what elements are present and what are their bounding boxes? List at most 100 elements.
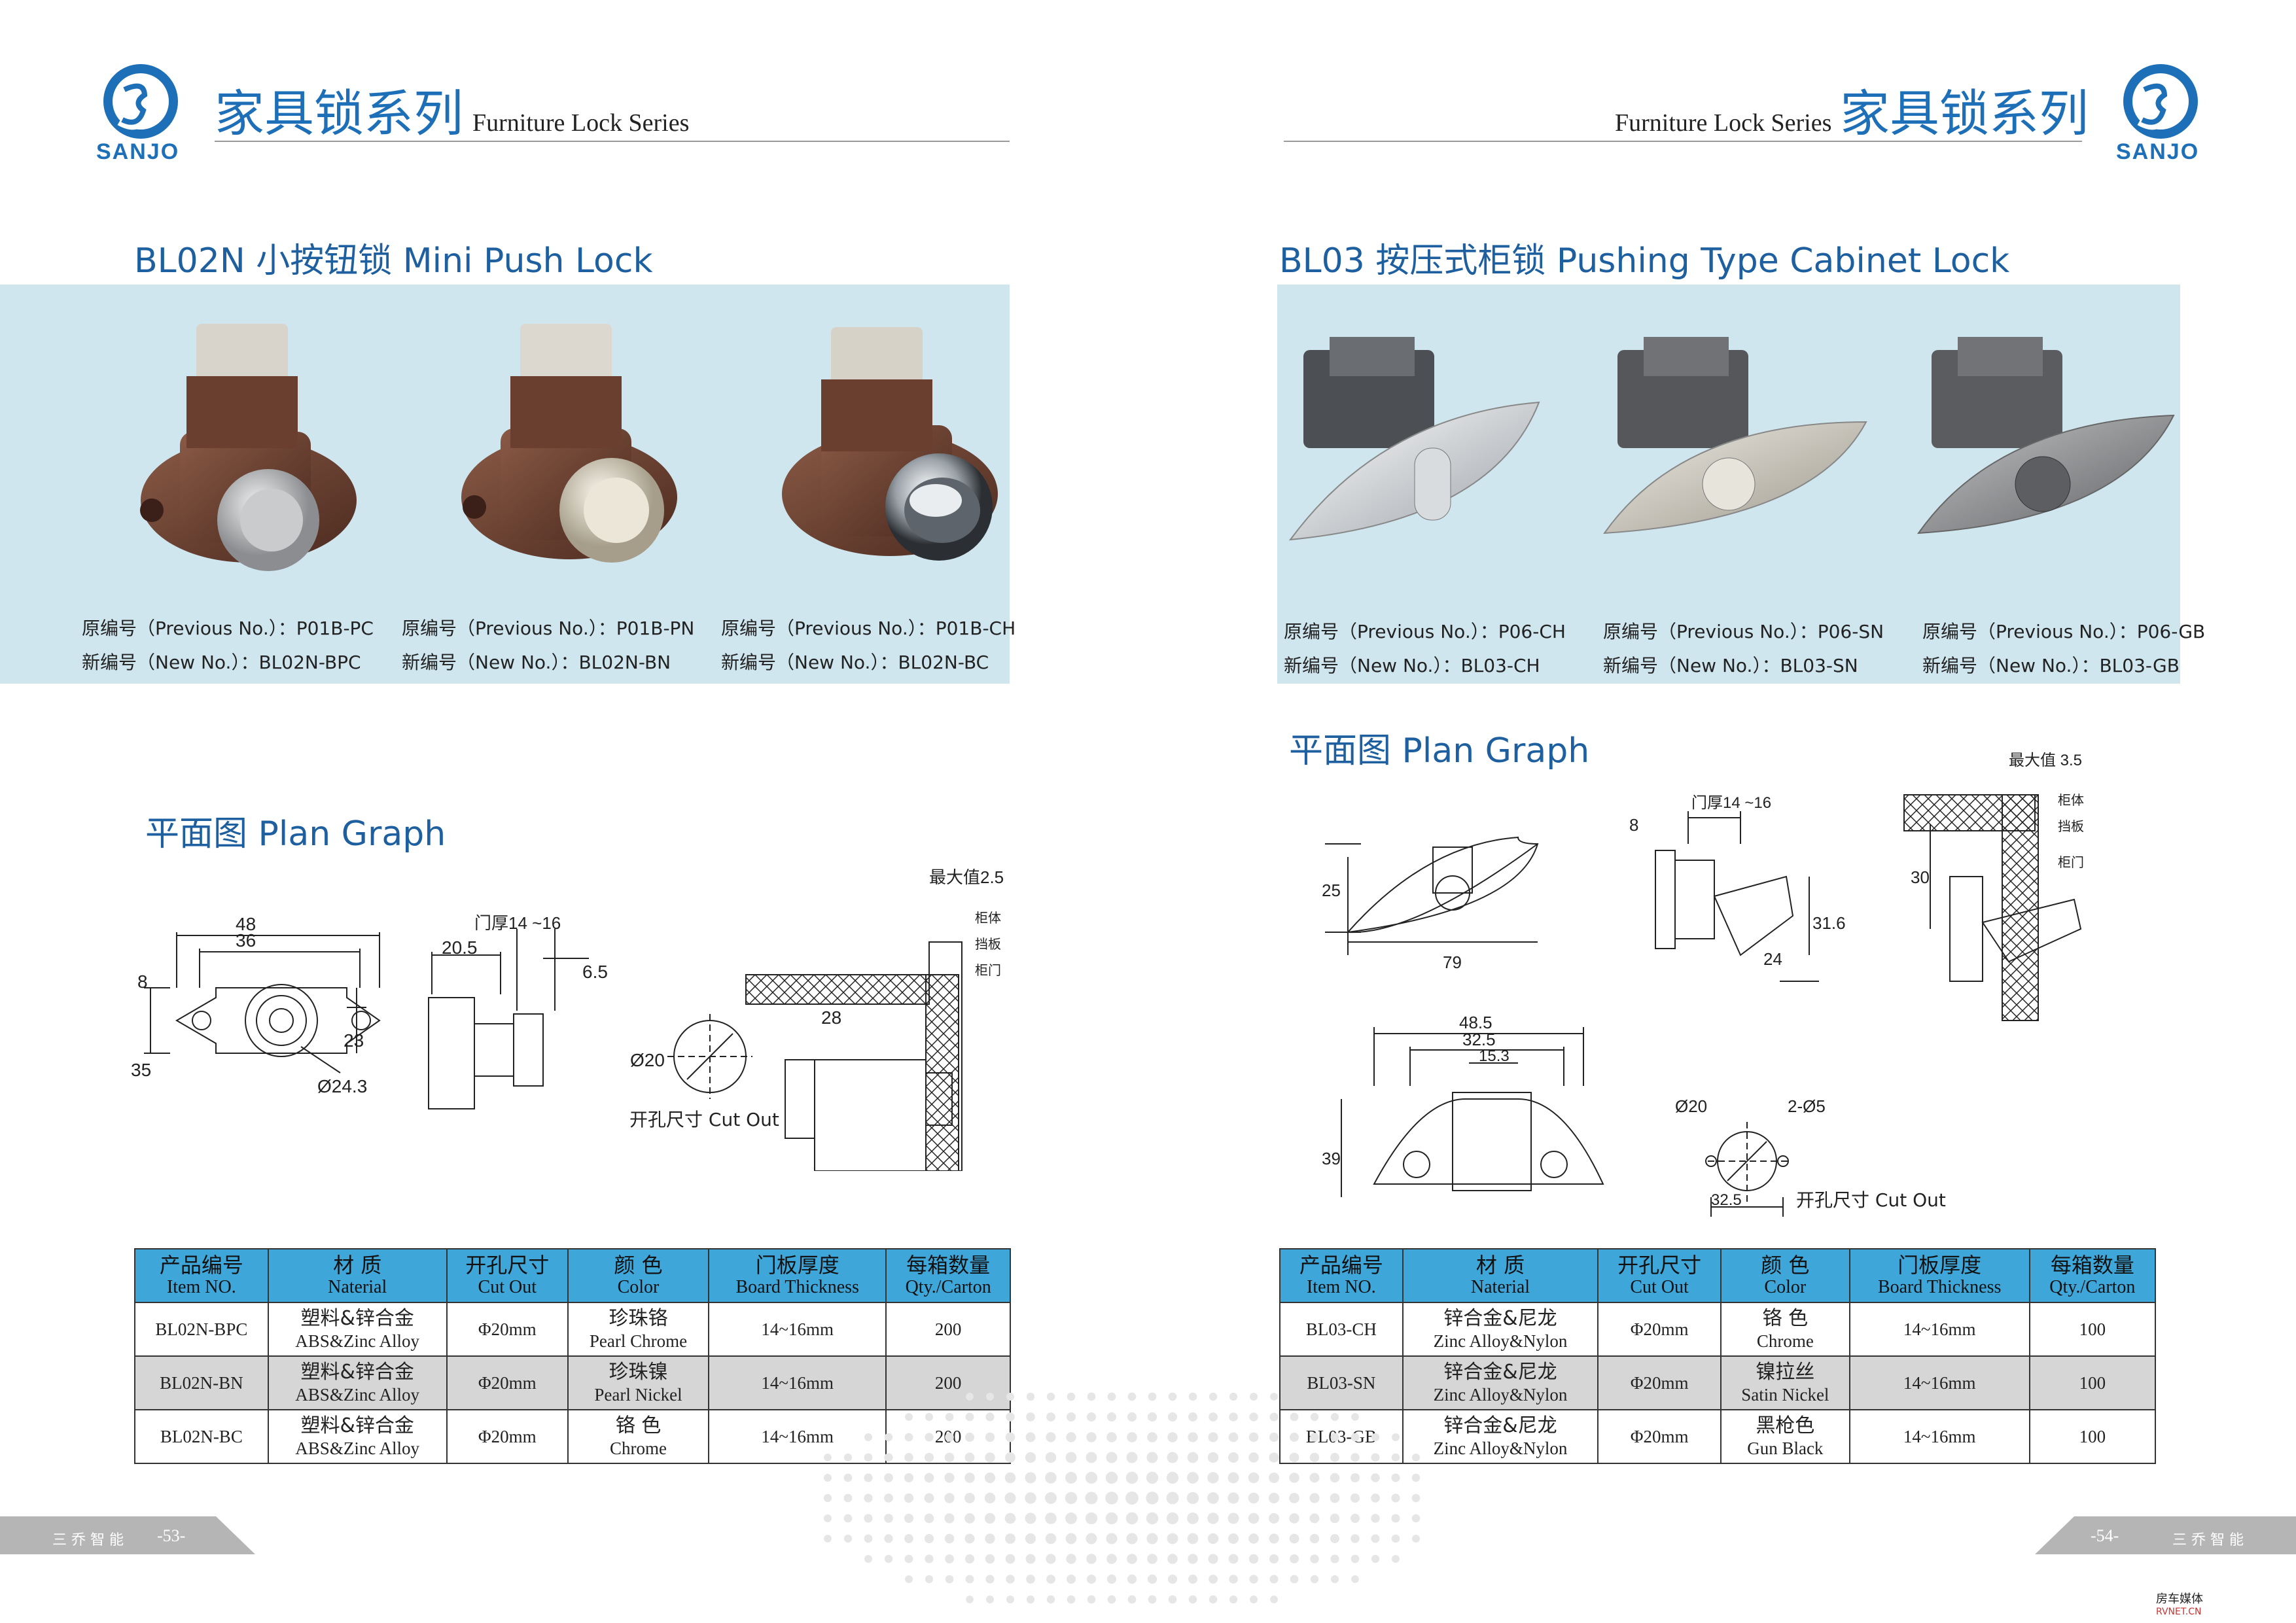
cut-out-label: 开孔尺寸 Cut Out <box>1796 1189 1946 1211</box>
variant-prev-no: 原编号（Previous No.）：P06-CH <box>1284 621 1566 642</box>
dim-label: Ø24.3 <box>317 1076 367 1096</box>
technical-drawing-bl03: 25 79 8 门厚14 ~16 31.6 24 最大值 3.5 柜体 挡板 柜… <box>1322 752 2084 1217</box>
page-number: -53- <box>157 1526 186 1545</box>
dim-label: 20.5 <box>442 937 478 958</box>
watermark: 房车媒体 RVNET.CN <box>2156 1590 2203 1617</box>
dim-label: 柜门 <box>2058 855 2084 870</box>
cell-item: BL03-CH <box>1279 1302 1404 1357</box>
series-title-en: Furniture Lock Series <box>472 109 690 137</box>
dim-label: 2-Ø5 <box>1788 1096 1826 1116</box>
product-photos <box>140 324 998 571</box>
dim-label: 柜体 <box>2058 793 2084 808</box>
cell-cut: Φ20mm <box>446 1302 569 1357</box>
cell-qty: 100 <box>2028 1302 2157 1357</box>
dim-label: 8 <box>137 971 148 992</box>
lock-photo-bn <box>461 324 677 563</box>
cell-qty: 200 <box>885 1355 1011 1410</box>
variant-prev-no: 原编号（Previous No.）：P06-SN <box>1603 621 1884 642</box>
dim-label: 30 <box>1911 867 1930 887</box>
cell-item: BL02N-BN <box>134 1355 269 1410</box>
dim-label: 36 <box>236 930 256 951</box>
cell-qty: 200 <box>885 1302 1011 1357</box>
cell-board: 14~16mm <box>708 1409 887 1464</box>
plan-graph-title: 平面图 Plan Graph <box>145 814 446 854</box>
dim-label: 8 <box>1629 815 1638 835</box>
variant-new-no: 新编号（New No.）：BL03-CH <box>1284 655 1540 676</box>
cell-item: BL03-SN <box>1279 1355 1404 1410</box>
dim-label: 24 <box>1763 949 1782 969</box>
dim-label: 32.5 <box>1711 1191 1742 1209</box>
dim-label: 门厚14 ~16 <box>1691 794 1771 812</box>
dim-label: 79 <box>1443 952 1462 972</box>
left-logo: SANJO <box>95 62 193 164</box>
variant-prev-no: 原编号（Previous No.）：P06-GB <box>1922 621 2206 642</box>
right-logo: SANJO <box>2115 62 2213 164</box>
cell-qty: 100 <box>2028 1409 2157 1464</box>
dim-label: 32.5 <box>1462 1030 1496 1049</box>
cell-cut: Φ20mm <box>1597 1355 1722 1410</box>
cell-board: 14~16mm <box>1848 1302 2030 1357</box>
cell-cut: Φ20mm <box>1597 1302 1722 1357</box>
variant-caption: 原编号（Previous No.）：P01B-PC 新编号（New No.）：B… <box>82 612 374 680</box>
decorative-dot-pattern <box>823 1392 1421 1604</box>
dim-label: 23 <box>344 1030 364 1051</box>
variant-prev-no: 原编号（Previous No.）：P01B-PN <box>402 618 695 639</box>
product-photo-band: 原编号（Previous No.）：P06-CH 新编号（New No.）：BL… <box>1277 285 2205 684</box>
dim-label: 25 <box>1322 881 1341 900</box>
variant-caption: 原编号（Previous No.）：P06-GB 新编号（New No.）：BL… <box>1922 615 2205 683</box>
dim-label: 35 <box>131 1060 151 1080</box>
series-title-en-right: Furniture Lock Series <box>1615 109 1832 137</box>
plan-graph-title: 平面图 Plan Graph <box>1289 731 1590 771</box>
variant-new-no: 新编号（New No.）：BL02N-BC <box>721 652 989 673</box>
footer-brand: 三 乔 智 能 <box>2172 1532 2244 1548</box>
header-rule <box>215 141 1010 142</box>
cell-cut: Φ20mm <box>1597 1409 1722 1464</box>
logo-text: SANJO <box>2116 139 2200 164</box>
dim-label: 门厚14 ~16 <box>474 913 561 933</box>
variant-caption: 原编号（Previous No.）：P01B-PN 新编号（New No.）：B… <box>402 612 694 680</box>
dim-label: 39 <box>1322 1149 1341 1168</box>
lock-photo-ch <box>1288 337 1540 541</box>
variant-new-no: 新编号（New No.）：BL02N-BPC <box>82 652 361 673</box>
lock-photo-sn <box>1602 337 1867 534</box>
product-title: BL02N 小按钮锁 Mini Push Lock <box>134 241 653 281</box>
series-title-cn-right: 家具锁系列 <box>1840 84 2089 143</box>
series-title-cn: 家具锁系列 <box>215 84 463 143</box>
variant-new-no: 新编号（New No.）：BL02N-BN <box>402 652 671 673</box>
dim-label: 柜体 <box>975 911 1001 926</box>
sanjo-logo-icon <box>103 64 178 139</box>
cell-board: 14~16mm <box>708 1355 887 1410</box>
dim-label: 挡板 <box>2058 819 2084 834</box>
cell-cut: Φ20mm <box>446 1355 569 1410</box>
cell-board: 14~16mm <box>708 1302 887 1357</box>
variant-caption: 原编号（Previous No.）：P01B-CH 新编号（New No.）：B… <box>721 612 1016 680</box>
product-title: BL03 按压式柜锁 Pushing Type Cabinet Lock <box>1279 241 2010 281</box>
cell-board: 14~16mm <box>1848 1409 2030 1464</box>
product-photos <box>1288 337 2175 541</box>
